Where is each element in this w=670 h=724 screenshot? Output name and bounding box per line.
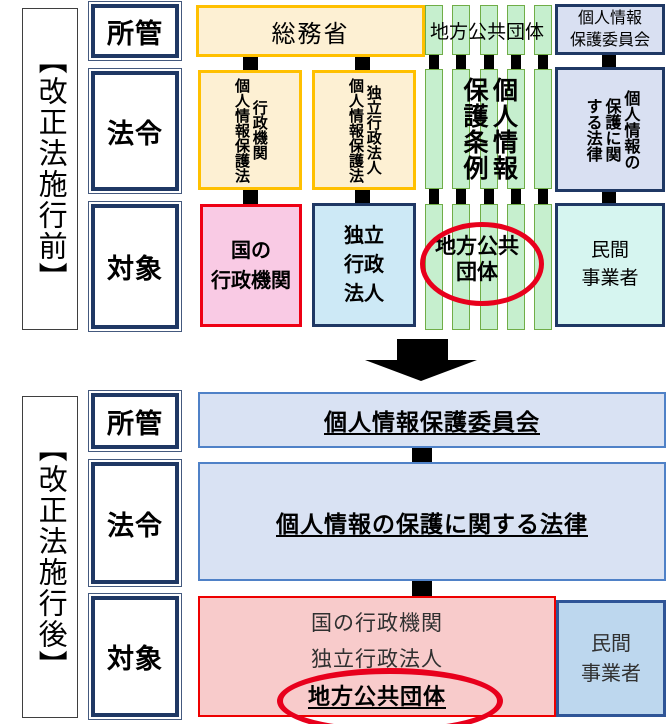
row-label-jurisdiction-after: 所管 [91, 393, 179, 449]
green-bar [452, 69, 471, 189]
row-label-law-before: 法令 [91, 71, 179, 191]
appi-law-text: 個人情報の 保護に関 する法律 [583, 89, 639, 170]
row-label-target-before: 対象 [91, 204, 179, 329]
green-bars-bottom [425, 204, 552, 330]
connector [429, 189, 439, 204]
green-bar [534, 5, 552, 55]
ordinance-text: 個人情報 保護条例 [460, 77, 518, 181]
green-bar [452, 204, 471, 330]
target-incorporated-agencies-after: 独立行政法人 [311, 647, 443, 671]
appi-law-box-before: 個人情報の 保護に関 する法律 [555, 67, 665, 192]
connector [602, 190, 616, 205]
connector [355, 189, 370, 204]
green-bar-connectors-2 [429, 189, 548, 204]
connector [456, 189, 467, 204]
ministry-box: 総務省 [196, 5, 425, 57]
ppc-box-before: 個人情報 保護委員会 [555, 4, 665, 55]
connector [412, 581, 432, 596]
private-business-box-before: 民間 事業者 [555, 203, 665, 327]
law-box-admin-organs-text: 行政機関 個人情報保護法 [233, 77, 268, 183]
down-arrow-icon [365, 360, 477, 381]
green-bar [506, 69, 525, 189]
connector [429, 55, 439, 69]
green-bar [506, 5, 525, 55]
law-box-incorporated-agencies: 独立行政法人 個人情報保護法 [312, 70, 416, 190]
green-bars-middle [425, 69, 552, 189]
connector [602, 54, 616, 69]
ordinance-text-box: 個人情報 保護条例 [438, 72, 538, 186]
row-label-jurisdiction-before: 所管 [91, 4, 179, 58]
connector [412, 448, 432, 462]
row-label-law-after: 法令 [91, 462, 179, 584]
connector [483, 189, 494, 204]
target-box-after [198, 596, 556, 717]
target-local-government-after: 地方公共団体 [307, 684, 446, 709]
green-bar [506, 204, 525, 330]
connector [243, 56, 258, 71]
green-bar [479, 5, 498, 55]
section-label-before: 【改正法施行前】 [22, 8, 78, 330]
authority-box-after: 個人情報保護委員会 [198, 392, 666, 448]
private-business-box-after: 民間 事業者 [556, 600, 666, 717]
connector [483, 55, 494, 69]
green-bar-connectors-1 [429, 55, 548, 69]
local-government-target-text: 地方公共 団体 [435, 234, 519, 284]
green-bars-top [425, 5, 552, 55]
connector [510, 189, 521, 204]
law-box-after: 個人情報の保護に関する法律 [198, 462, 666, 581]
row-label-target-after: 対象 [91, 596, 179, 717]
connector [243, 189, 258, 204]
law-box-incorporated-agencies-text: 独立行政法人 個人情報保護法 [347, 77, 382, 183]
connector [538, 55, 548, 69]
section-label-after-text: 【改正法施行後】 [34, 433, 67, 681]
section-label-before-text: 【改正法施行前】 [34, 45, 67, 293]
local-government-header: 地方公共団体 [429, 21, 544, 43]
connector [510, 55, 521, 69]
law-box-admin-organs: 行政機関 個人情報保護法 [198, 70, 302, 190]
target-incorporated-agencies-box: 独立 行政 法人 [312, 203, 416, 327]
target-national-admin-box: 国の 行政機関 [200, 204, 302, 327]
section-label-after: 【改正法施行後】 [22, 396, 78, 718]
green-bar [479, 69, 498, 189]
green-bar [425, 204, 443, 330]
connector [355, 56, 370, 71]
green-bar [479, 204, 498, 330]
green-bar [452, 5, 471, 55]
green-bar [534, 69, 552, 189]
green-bar [425, 5, 443, 55]
connector [456, 55, 467, 69]
target-national-admin-after: 国の行政機関 [311, 611, 443, 635]
connector [538, 189, 548, 204]
green-bar [425, 69, 443, 189]
down-arrow-stem [397, 339, 448, 361]
